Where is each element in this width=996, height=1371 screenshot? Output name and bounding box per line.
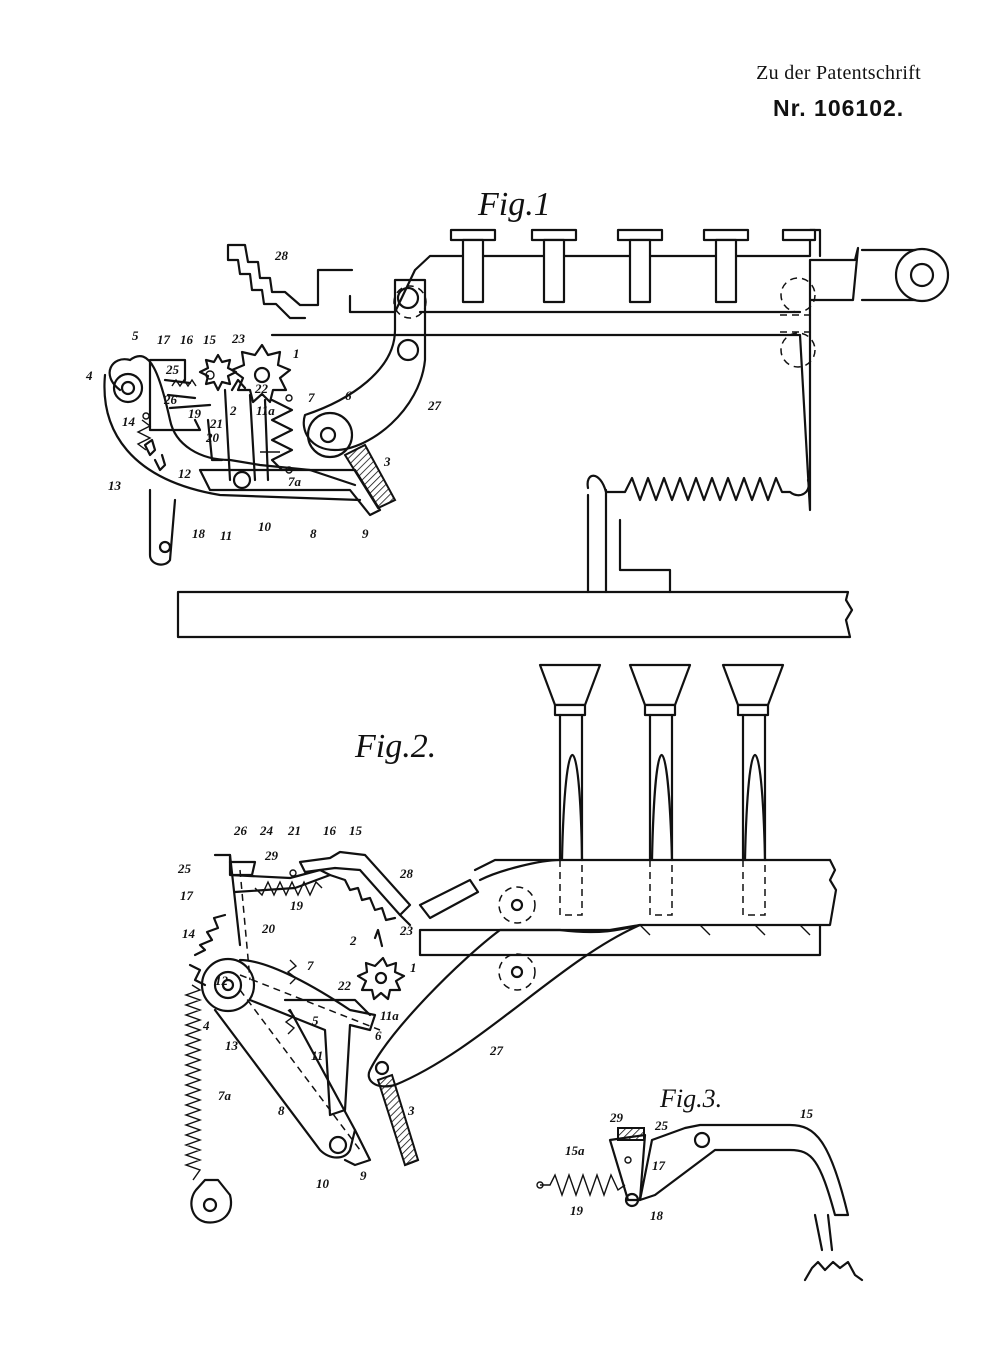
fig1-swing-lever bbox=[302, 278, 427, 452]
fig1-label-12: 12 bbox=[178, 466, 192, 481]
figure-3: Fig.3. 15 15a 17 18 19 25 29 bbox=[536, 1084, 864, 1282]
fig1-label-19: 19 bbox=[188, 406, 202, 421]
patent-header: Zu der Patentschrift Nr. 106102. bbox=[756, 62, 921, 122]
figure-2: Fig.2. bbox=[177, 663, 838, 1224]
fig1-label-20: 20 bbox=[205, 430, 220, 445]
fig2-label-14: 14 bbox=[182, 926, 196, 941]
fig1-label-25: 25 bbox=[165, 362, 180, 377]
fig2-label-5: 5 bbox=[312, 1013, 319, 1028]
fig1-keys bbox=[449, 228, 817, 304]
fig1-labels: 1 2 3 4 5 6 7 7a 8 9 10 11 11a 12 13 14 … bbox=[85, 248, 442, 543]
fig1-key-lever-bar bbox=[270, 228, 950, 512]
fig1-label-7: 7 bbox=[308, 390, 315, 405]
fig2-swing-lever bbox=[367, 923, 642, 1088]
fig3-label-15a: 15a bbox=[565, 1143, 585, 1158]
fig2-label-26: 26 bbox=[233, 823, 248, 838]
fig1-escapement bbox=[103, 343, 397, 566]
fig3-star-wheel-fragment bbox=[803, 1260, 864, 1282]
fig2-label-20: 20 bbox=[261, 921, 276, 936]
fig3-label-19: 19 bbox=[570, 1203, 584, 1218]
fig1-label-3: 3 bbox=[383, 454, 391, 469]
fig2-label-29: 29 bbox=[264, 848, 279, 863]
fig3-label-18: 18 bbox=[650, 1208, 664, 1223]
fig1-label-16: 16 bbox=[180, 332, 194, 347]
fig1-label-5: 5 bbox=[132, 328, 139, 343]
patent-number: Nr. 106102. bbox=[772, 95, 905, 121]
fig2-label-28: 28 bbox=[399, 866, 414, 881]
fig2-label-7: 7 bbox=[307, 958, 314, 973]
fig1-label-11: 11 bbox=[220, 528, 232, 543]
fig2-label-17: 17 bbox=[180, 888, 194, 903]
fig1-label-27: 27 bbox=[427, 398, 442, 413]
fig3-pawl-lever bbox=[638, 1123, 850, 1217]
fig2-label-3: 3 bbox=[407, 1103, 415, 1118]
fig1-serrated-stop bbox=[226, 243, 354, 320]
fig2-label-11: 11 bbox=[311, 1048, 323, 1063]
fig2-label-1: 1 bbox=[410, 960, 417, 975]
fig2-label-25: 25 bbox=[177, 861, 192, 876]
fig2-label-2: 2 bbox=[349, 933, 357, 948]
fig2-label-15: 15 bbox=[349, 823, 363, 838]
fig2-label-13: 13 bbox=[225, 1038, 239, 1053]
fig1-label-14: 14 bbox=[122, 414, 136, 429]
fig1-label-2: 2 bbox=[229, 403, 237, 418]
figure-1: Fig.1 bbox=[85, 186, 950, 639]
fig1-label-10: 10 bbox=[258, 519, 272, 534]
figure-3-title: Fig.3. bbox=[659, 1084, 722, 1113]
fig2-label-11a: 11a bbox=[380, 1008, 399, 1023]
fig3-label-17: 17 bbox=[652, 1158, 666, 1173]
fig1-label-7a: 7a bbox=[288, 474, 302, 489]
fig2-escapement bbox=[183, 853, 420, 1224]
fig3-labels: 15 15a 17 18 19 25 29 bbox=[565, 1106, 814, 1223]
fig1-label-13: 13 bbox=[108, 478, 122, 493]
fig2-label-19: 19 bbox=[290, 898, 304, 913]
fig2-label-7a: 7a bbox=[218, 1088, 232, 1103]
fig1-base-board bbox=[176, 590, 854, 639]
figure-2-title: Fig.2. bbox=[354, 728, 436, 765]
fig2-label-27: 27 bbox=[489, 1043, 504, 1058]
fig2-label-23: 23 bbox=[399, 923, 414, 938]
fig2-pawl-carrier bbox=[298, 850, 412, 917]
fig1-label-8: 8 bbox=[310, 526, 317, 541]
fig3-label-15: 15 bbox=[800, 1106, 814, 1121]
fig1-label-1: 1 bbox=[293, 346, 300, 361]
fig1-label-15: 15 bbox=[203, 332, 217, 347]
fig1-label-11a: 11a bbox=[256, 403, 275, 418]
fig2-star-wheel bbox=[356, 956, 406, 1001]
fig3-label-29: 29 bbox=[609, 1110, 624, 1125]
fig2-key-lever-frame bbox=[418, 858, 838, 957]
fig1-label-18: 18 bbox=[192, 526, 206, 541]
fig2-label-12: 12 bbox=[215, 973, 229, 988]
fig1-label-28: 28 bbox=[274, 248, 289, 263]
fig1-label-21: 21 bbox=[209, 416, 223, 431]
fig1-label-4: 4 bbox=[85, 368, 93, 383]
fig2-keys bbox=[538, 663, 785, 916]
fig2-label-21: 21 bbox=[287, 823, 301, 838]
fig2-label-22: 22 bbox=[337, 978, 352, 993]
fig2-label-24: 24 bbox=[259, 823, 274, 838]
fig2-label-10: 10 bbox=[316, 1176, 330, 1191]
patent-reference-line: Zu der Patentschrift bbox=[756, 62, 921, 84]
fig3-label-25: 25 bbox=[654, 1118, 669, 1133]
fig1-label-9: 9 bbox=[362, 526, 369, 541]
fig1-vertical-post bbox=[586, 488, 672, 594]
fig3-hatched-stop bbox=[617, 1127, 645, 1141]
fig2-label-16: 16 bbox=[323, 823, 337, 838]
fig2-label-6: 6 bbox=[375, 1028, 382, 1043]
fig2-label-9: 9 bbox=[360, 1168, 367, 1183]
fig1-return-spring bbox=[586, 474, 810, 502]
fig1-label-17: 17 bbox=[157, 332, 171, 347]
fig2-label-8: 8 bbox=[278, 1103, 285, 1118]
fig1-label-26: 26 bbox=[163, 392, 178, 407]
figure-1-title: Fig.1 bbox=[477, 186, 551, 223]
fig2-label-4: 4 bbox=[202, 1018, 210, 1033]
fig1-star-wheel bbox=[230, 343, 292, 404]
fig1-label-22: 22 bbox=[254, 381, 269, 396]
fig2-labels: 1 2 3 4 5 6 7 7a 8 9 10 11 11a 12 13 14 … bbox=[177, 823, 504, 1191]
fig1-label-6: 6 bbox=[345, 388, 352, 403]
fig1-label-23: 23 bbox=[231, 331, 246, 346]
